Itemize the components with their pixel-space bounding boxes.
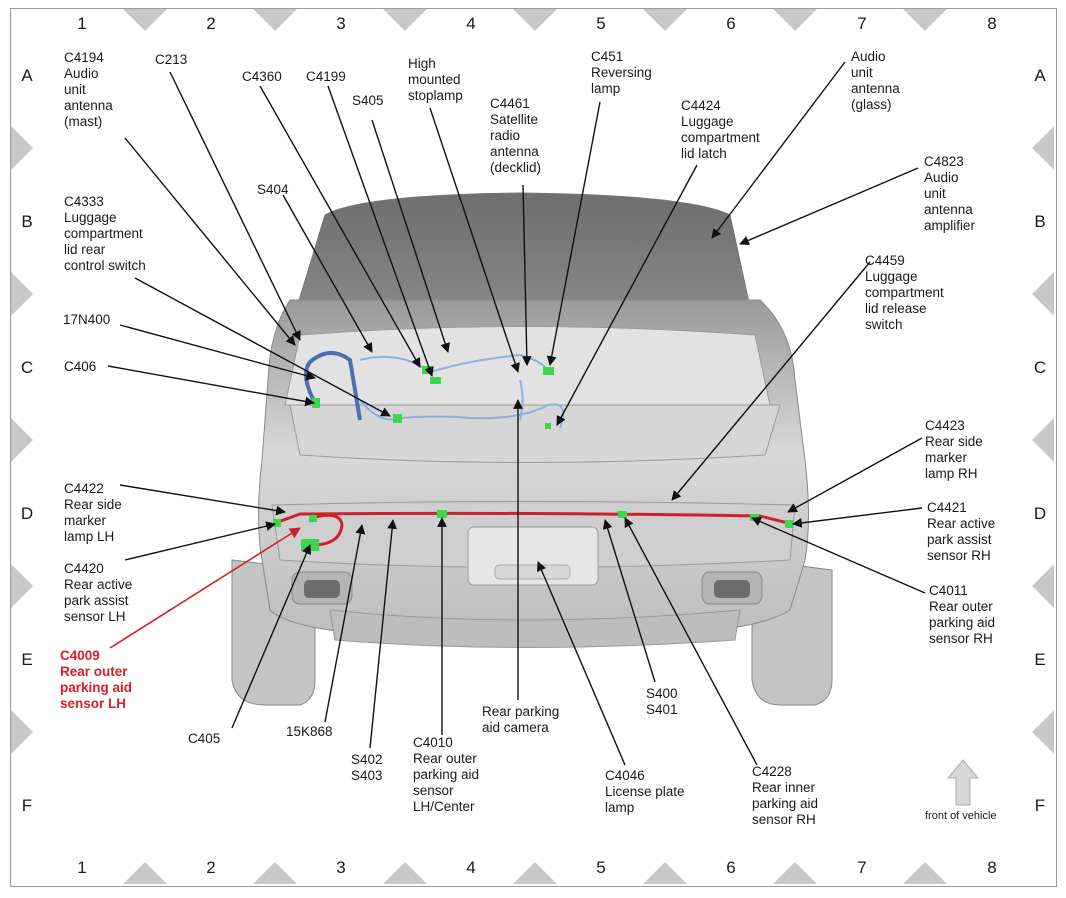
label-c451: C451 Reversing lamp <box>591 49 652 96</box>
grid-row-left-f: F <box>21 796 33 815</box>
grid-row-left-a: A <box>21 66 33 85</box>
frame-triangle <box>11 564 33 608</box>
label-c4009: C4009 Rear outer parking aid sensor LH <box>60 648 133 711</box>
grid-row-right-b: B <box>1034 212 1046 231</box>
grid-col-bottom-4: 4 <box>466 858 476 877</box>
grid-row-left-d: D <box>20 504 34 523</box>
frame-triangle <box>253 9 297 31</box>
grid-col-top-8: 8 <box>987 14 997 33</box>
label-high-mounted-stoplamp: High mounted stoplamp <box>408 56 463 103</box>
front-arrow-icon <box>946 759 980 806</box>
grid-col-top-2: 2 <box>206 14 216 33</box>
label-s404: S404 <box>257 182 289 197</box>
frame-triangle <box>123 9 167 31</box>
label-s405: S405 <box>352 93 384 108</box>
label-c213: C213 <box>155 52 188 67</box>
grid-row-right-f: F <box>1034 796 1046 815</box>
frame-triangle <box>253 862 297 884</box>
label-c4333: C4333 Luggage compartment lid rear contr… <box>64 194 146 273</box>
label-front-of-vehicle: front of vehicle <box>925 810 997 822</box>
grid-col-top-4: 4 <box>466 14 476 33</box>
grid-col-bottom-5: 5 <box>596 858 606 877</box>
frame-triangle <box>1032 126 1054 170</box>
label-c4360: C4360 <box>242 69 282 84</box>
leader-lines <box>107 61 926 766</box>
frame-triangle <box>383 9 427 31</box>
frame-triangle-markers <box>11 9 1054 884</box>
grid-row-left-b: B <box>21 212 33 231</box>
frame-triangle <box>11 710 33 754</box>
label-c4423: C4423 Rear side marker lamp RH <box>925 418 983 481</box>
frame-triangle <box>1032 710 1054 754</box>
label-c4010: C4010 Rear outer parking aid sensor LH/C… <box>413 735 480 814</box>
frame-triangle <box>643 862 687 884</box>
grid-row-right-a: A <box>1034 66 1046 85</box>
frame-triangle <box>513 862 557 884</box>
frame-triangle <box>903 9 947 31</box>
grid-col-top-7: 7 <box>857 14 867 33</box>
grid-row-left-e: E <box>21 650 33 669</box>
grid-col-bottom-7: 7 <box>857 858 867 877</box>
grid-col-bottom-2: 2 <box>206 858 216 877</box>
label-c4420: C4420 Rear active park assist sensor LH <box>64 561 133 624</box>
frame-triangle <box>643 9 687 31</box>
frame-triangle <box>1032 418 1054 462</box>
label-15k868: 15K868 <box>286 724 333 739</box>
label-c4424: C4424 Luggage compartment lid latch <box>681 98 760 161</box>
label-c4228: C4228 Rear inner parking aid sensor RH <box>752 764 819 827</box>
label-c405: C405 <box>188 731 221 746</box>
frame-triangle <box>773 9 817 31</box>
grid-row-left-c: C <box>20 358 34 377</box>
label-c4011: C4011 Rear outer parking aid sensor RH <box>929 583 996 646</box>
grid-col-bottom-1: 1 <box>77 858 87 877</box>
grid-col-top-1: 1 <box>77 14 87 33</box>
label-rear-parking-aid-camera: Rear parking aid camera <box>482 704 560 735</box>
grid-row-right-c: C <box>1033 358 1047 377</box>
grid-col-top-5: 5 <box>596 14 606 33</box>
frame-triangle <box>1032 272 1054 316</box>
label-c4459: C4459 Luggage compartment lid release sw… <box>865 253 944 332</box>
grid-col-bottom-3: 3 <box>336 858 346 877</box>
label-c4823: C4823 Audio unit antenna amplifier <box>924 154 976 233</box>
frame-triangle <box>383 862 427 884</box>
grid-row-right-e: E <box>1034 650 1046 669</box>
label-c4421: C4421 Rear active park assist sensor RH <box>927 500 996 563</box>
grid-col-bottom-8: 8 <box>987 858 997 877</box>
frame-triangle <box>1032 564 1054 608</box>
vehicle-rear-illustration <box>231 192 833 706</box>
label-c406: C406 <box>64 359 97 374</box>
grid-col-bottom-6: 6 <box>726 858 736 877</box>
label-s400-s401: S400 S401 <box>646 686 678 717</box>
frame-triangle <box>11 272 33 316</box>
grid-col-top-6: 6 <box>726 14 736 33</box>
grid-row-right-d: D <box>1033 504 1047 523</box>
frame-triangle <box>11 418 33 462</box>
frame-triangle <box>513 9 557 31</box>
label-audio-antenna-glass: Audio unit antenna (glass) <box>851 49 900 112</box>
label-c4046: C4046 License plate lamp <box>605 768 685 815</box>
grid-col-top-3: 3 <box>336 14 346 33</box>
frame-triangle <box>11 126 33 170</box>
label-c4194: C4194 Audio unit antenna (mast) <box>64 50 113 129</box>
label-17n400: 17N400 <box>63 312 111 327</box>
frame-triangle <box>773 862 817 884</box>
leader-c4009 <box>109 527 301 649</box>
label-c4199: C4199 <box>306 69 346 84</box>
label-s402-s403: S402 S403 <box>351 752 383 783</box>
label-c4461: C4461 Satellite radio antenna (decklid) <box>490 96 542 175</box>
frame-triangle <box>903 862 947 884</box>
wire-harness <box>277 351 793 547</box>
label-c4422: C4422 Rear side marker lamp LH <box>64 481 122 544</box>
frame-triangle <box>123 862 167 884</box>
